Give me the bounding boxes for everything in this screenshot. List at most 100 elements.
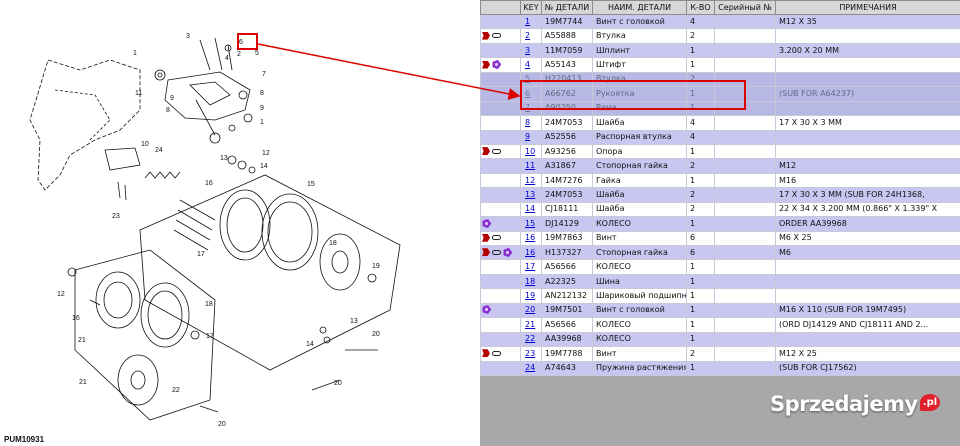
key-link[interactable]: 10 bbox=[525, 146, 536, 156]
link-icon[interactable] bbox=[492, 148, 501, 154]
tag-icon[interactable] bbox=[482, 349, 490, 358]
key-link[interactable]: 12 bbox=[525, 175, 536, 185]
qty-cell: 1 bbox=[686, 216, 715, 232]
key-link[interactable]: 18 bbox=[525, 276, 536, 286]
key-link[interactable]: 9 bbox=[525, 132, 531, 142]
column-header-notes[interactable]: ПРИМЕЧАНИЯ bbox=[775, 0, 960, 15]
key-link[interactable]: 24 bbox=[525, 363, 536, 373]
link-icon[interactable] bbox=[492, 249, 501, 255]
key-link[interactable]: 17 bbox=[525, 262, 536, 272]
row-icons-cell bbox=[480, 259, 521, 275]
key-link[interactable]: 7 bbox=[525, 103, 531, 113]
key-link[interactable]: 11 bbox=[525, 161, 536, 171]
row-icons-cell bbox=[480, 273, 521, 290]
tag-icon[interactable] bbox=[482, 147, 490, 156]
svg-text:20: 20 bbox=[372, 331, 380, 338]
link-icon[interactable] bbox=[492, 350, 501, 356]
column-header-qty[interactable]: К-ВО bbox=[686, 0, 715, 15]
key-link[interactable]: 15 bbox=[525, 218, 536, 228]
qty-cell: 1 bbox=[686, 86, 715, 102]
key-link[interactable]: 8 bbox=[525, 117, 531, 127]
key-link[interactable]: 16 bbox=[525, 247, 536, 257]
key-link[interactable]: 4 bbox=[525, 60, 531, 70]
link-icon[interactable] bbox=[492, 235, 501, 241]
key-cell: 2 bbox=[520, 28, 542, 44]
gear-icon[interactable] bbox=[482, 305, 491, 315]
row-icons-cell bbox=[480, 57, 521, 73]
svg-text:22: 22 bbox=[172, 387, 180, 394]
tag-icon[interactable] bbox=[482, 248, 490, 257]
notes-cell: (SUB FOR A64237) bbox=[775, 86, 960, 102]
key-link[interactable]: 5 bbox=[525, 74, 531, 84]
key-cell: 19 bbox=[520, 288, 542, 304]
key-link[interactable]: 21 bbox=[525, 319, 536, 329]
column-header-name[interactable]: НАИМ. ДЕТАЛИ bbox=[592, 0, 687, 15]
key-link[interactable]: 22 bbox=[525, 334, 536, 344]
row-icons-cell bbox=[480, 13, 521, 30]
name-cell: КОЛЕСО bbox=[592, 331, 687, 348]
gear-icon[interactable] bbox=[492, 60, 501, 70]
key-link[interactable]: 16 bbox=[525, 233, 536, 243]
key-link[interactable]: 13 bbox=[525, 189, 536, 199]
key-link[interactable]: 20 bbox=[525, 305, 536, 315]
svg-text:3: 3 bbox=[186, 33, 190, 40]
serial-cell bbox=[714, 71, 776, 88]
serial-cell bbox=[714, 57, 776, 73]
key-link[interactable]: 1 bbox=[525, 16, 531, 26]
key-cell: 7 bbox=[520, 100, 542, 117]
serial-cell bbox=[714, 302, 776, 319]
gear-icon[interactable] bbox=[503, 247, 512, 257]
serial-cell bbox=[714, 201, 776, 218]
gear-icon[interactable] bbox=[482, 218, 491, 228]
key-link[interactable]: 14 bbox=[525, 204, 536, 214]
column-header-serial[interactable]: Серийный № bbox=[714, 0, 776, 15]
key-cell: 8 bbox=[520, 115, 542, 131]
link-icon[interactable] bbox=[492, 33, 501, 39]
key-cell: 6 bbox=[520, 86, 542, 102]
notes-cell bbox=[775, 57, 960, 73]
diagram-code: PUM10931 bbox=[4, 435, 45, 444]
column-header-key[interactable]: KEY bbox=[520, 0, 542, 15]
key-link[interactable]: 3 bbox=[525, 45, 531, 55]
svg-text:7: 7 bbox=[262, 71, 266, 78]
qty-cell: 2 bbox=[686, 346, 715, 362]
tag-icon[interactable] bbox=[482, 233, 490, 242]
tag-icon[interactable] bbox=[482, 31, 490, 40]
key-link[interactable]: 19 bbox=[525, 291, 536, 301]
name-cell: Стопорная гайка bbox=[592, 158, 687, 174]
column-header-part-no[interactable]: № ДЕТАЛИ bbox=[541, 0, 593, 15]
key-cell: 12 bbox=[520, 172, 542, 189]
qty-cell: 1 bbox=[686, 360, 715, 376]
key-link[interactable]: 2 bbox=[525, 31, 531, 41]
key-link[interactable]: 23 bbox=[525, 348, 536, 358]
key-link[interactable]: 6 bbox=[525, 88, 531, 98]
row-icons-cell bbox=[480, 86, 521, 102]
notes-cell bbox=[775, 273, 960, 290]
tag-icon[interactable] bbox=[482, 60, 490, 69]
